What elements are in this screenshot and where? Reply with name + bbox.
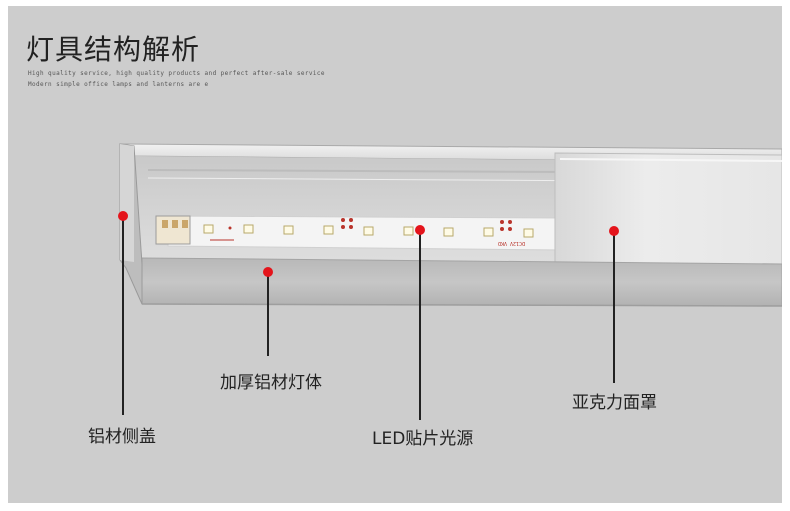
- cover-leader: [613, 235, 615, 383]
- end-cap-marker: [118, 211, 128, 221]
- page-title: 灯具结构解析: [26, 33, 201, 66]
- led-marker: [415, 225, 425, 235]
- subtitle-line-2: Modern simple office lamps and lanterns …: [28, 81, 209, 88]
- body-front-face: [141, 257, 782, 307]
- strip-marking: DC12V VKD: [498, 240, 525, 246]
- body-label: 加厚铝材灯体: [220, 373, 322, 393]
- led-leader: [419, 234, 421, 420]
- end-cap-leader: [122, 219, 124, 415]
- cover-marker: [609, 226, 619, 236]
- body-marker: [263, 267, 273, 277]
- led-label: LED贴片光源: [372, 429, 474, 449]
- solder-pads: [228, 218, 512, 231]
- cover-label: 亚克力面罩: [572, 393, 657, 413]
- lamp-illustration: DC12V VKD: [119, 143, 782, 307]
- body-leader: [267, 276, 269, 356]
- subtitle-line-1: High quality service, high quality produ…: [28, 70, 325, 77]
- end-cap-label: 铝材侧盖: [88, 427, 156, 447]
- product-panel: 灯具结构解析 High quality service, high qualit…: [8, 6, 782, 503]
- led-chips: [203, 224, 534, 238]
